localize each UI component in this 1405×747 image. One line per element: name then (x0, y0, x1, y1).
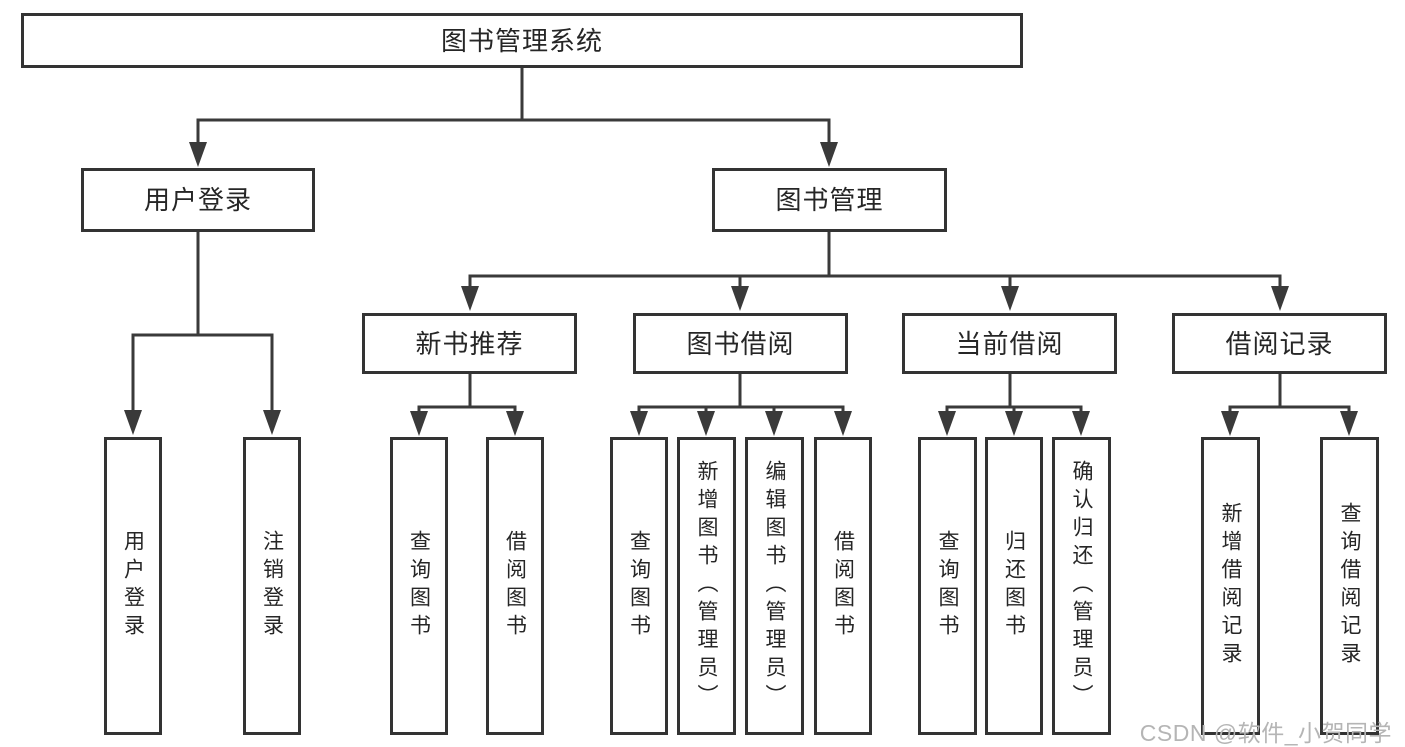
arrowhead (263, 410, 281, 435)
node-records-add-borrow-record: 新增借阅记录 (1201, 437, 1260, 735)
connector-borrowing-records-to-children (1221, 372, 1358, 436)
node-current-query-books: 查询图书 (918, 437, 977, 735)
node-login: 用户登录 (104, 437, 162, 735)
node-borrowing-query-books: 查询图书 (610, 437, 668, 735)
arrowhead (124, 410, 142, 435)
arrowhead (1221, 411, 1239, 436)
arrowhead (697, 411, 715, 436)
connector-book-borrowing-to-children (630, 372, 852, 436)
node-borrowing-add-books-admin: 新增图书（管理员） (677, 437, 736, 735)
node-borrowing-edit-books-admin: 编辑图书（管理员） (745, 437, 804, 735)
node-current-borrowing: 当前借阅 (902, 313, 1117, 374)
arrowhead (1005, 411, 1023, 436)
connector-root-to-level2 (189, 66, 838, 167)
node-book-borrowing: 图书借阅 (633, 313, 848, 374)
arrowhead (461, 286, 479, 311)
csdn-watermark: CSDN @软件_小贺同学 (1139, 720, 1392, 746)
arrowhead (1001, 286, 1019, 311)
node-logout: 注销登录 (243, 437, 301, 735)
connector-user-login-to-children (124, 230, 281, 435)
node-borrowing-records: 借阅记录 (1172, 313, 1387, 374)
node-new-book-recommend: 新书推荐 (362, 313, 577, 374)
node-recommend-query-books: 查询图书 (390, 437, 448, 735)
node-book-management: 图书管理 (712, 168, 947, 232)
connector-new-book-recommend-to-children (410, 372, 524, 436)
arrowhead (731, 286, 749, 311)
arrowhead (630, 411, 648, 436)
arrowhead (189, 142, 207, 167)
arrowhead (765, 411, 783, 436)
arrowhead (506, 411, 524, 436)
connector-book-management-to-level3 (461, 230, 1289, 311)
node-recommend-borrow-books: 借阅图书 (486, 437, 544, 735)
arrowhead (1340, 411, 1358, 436)
node-current-confirm-return-admin: 确认归还（管理员） (1052, 437, 1111, 735)
arrowhead (1271, 286, 1289, 311)
arrowhead (820, 142, 838, 167)
node-library-management-system: 图书管理系统 (21, 13, 1023, 68)
arrowhead (938, 411, 956, 436)
arrowhead (410, 411, 428, 436)
node-records-query-borrow-record: 查询借阅记录 (1320, 437, 1379, 735)
connector-current-borrowing-to-children (938, 372, 1090, 436)
arrowhead (834, 411, 852, 436)
node-borrowing-borrow-books: 借阅图书 (814, 437, 872, 735)
node-current-return-books: 归还图书 (985, 437, 1043, 735)
node-user-login: 用户登录 (81, 168, 315, 232)
arrowhead (1072, 411, 1090, 436)
